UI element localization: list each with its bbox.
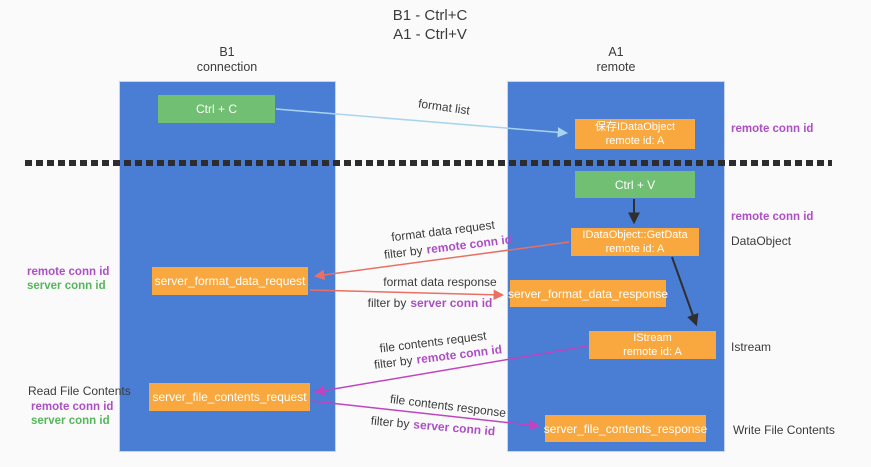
lifeline-a1-role: remote — [596, 60, 636, 74]
server-format-data-response-label: server_format_data_response — [507, 286, 669, 301]
server-format-data-request-box: server_format_data_request — [152, 267, 308, 295]
filter-by-text: filter by — [373, 353, 414, 372]
getdata-line1: IDataObject::GetData — [582, 229, 688, 241]
istream-box: IStream remote id: A — [589, 331, 716, 359]
ctrl-v-label: Ctrl + V — [614, 177, 656, 192]
title-line-1: B1 - Ctrl+C — [392, 7, 468, 24]
dataobject-label: DataObject — [731, 234, 792, 248]
left-remote-conn-id-label-2: remote conn id — [31, 401, 114, 413]
format-data-response-label: format data response — [383, 275, 497, 289]
filter-by-text: filter by — [370, 413, 411, 431]
server-conn-id-keyword: server conn id — [410, 296, 493, 310]
write-file-contents-label: Write File Contents — [733, 423, 835, 437]
server-conn-id-keyword: server conn id — [412, 417, 496, 439]
ctrl-c-label: Ctrl + C — [195, 102, 237, 116]
istream-line1: IStream — [633, 332, 672, 344]
save-idataobject-line1: 保存IDataObject — [594, 121, 676, 133]
ctrl-v-box: Ctrl + V — [575, 171, 695, 198]
getdata-remote-id: remote id: A — [605, 243, 665, 255]
filter-by-text: filter by — [367, 296, 407, 310]
filter-by-text: filter by — [383, 243, 424, 262]
lifeline-a1-name: A1 — [608, 45, 624, 59]
phase-divider-dashed-line — [25, 160, 832, 166]
server-file-contents-request-label: server_file_contents_request — [152, 390, 307, 404]
format-list-label: format list — [417, 96, 471, 118]
lifeline-header-b1: B1 connection — [197, 45, 257, 75]
arrow-format-data-response — [309, 289, 505, 301]
save-idataobject-remote-id: remote id: A — [605, 135, 665, 147]
left-server-conn-id-label-2: server conn id — [31, 415, 110, 427]
lifeline-b1-name: B1 — [219, 45, 235, 59]
left-server-conn-id-label: server conn id — [27, 280, 106, 292]
right-remote-conn-id-label: remote conn id — [731, 123, 814, 135]
istream-remote-id: remote id: A — [623, 346, 682, 358]
istream-side-label: Istream — [731, 340, 772, 354]
server-file-contents-response-label: server_file_contents_response — [543, 421, 708, 436]
ctrl-c-box: Ctrl + C — [158, 95, 275, 123]
save-idataobject-box: 保存IDataObject remote id: A — [575, 119, 695, 149]
lifeline-b1-role: connection — [196, 60, 258, 74]
diagram-title: B1 - Ctrl+C A1 - Ctrl+V — [393, 6, 468, 44]
server-file-contents-response-box: server_file_contents_response — [543, 415, 708, 442]
title-line-2: A1 - Ctrl+V — [393, 26, 467, 43]
server-file-contents-request-box: server_file_contents_request — [149, 383, 310, 411]
idataobject-getdata-box: IDataObject::GetData remote id: A — [571, 228, 699, 256]
read-file-contents-label: Read File Contents — [28, 384, 131, 398]
left-remote-conn-id-label: remote conn id — [27, 266, 110, 278]
server-format-data-response-box: server_format_data_response — [507, 280, 669, 307]
lifeline-header-a1: A1 remote — [597, 45, 636, 75]
server-format-data-request-label: server_format_data_request — [154, 274, 306, 288]
right-remote-conn-id-label-2: remote conn id — [731, 211, 814, 223]
